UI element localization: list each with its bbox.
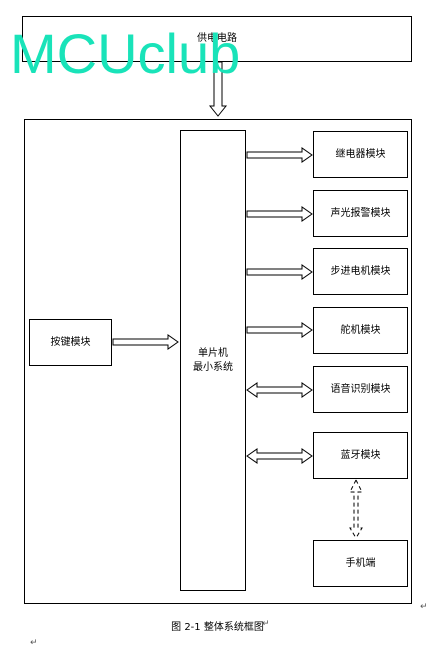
- mcu-bluetooth-double-arrow: [246, 448, 313, 464]
- bluetooth-module-box: 蓝牙模块: [313, 432, 408, 479]
- phone-box: 手机端: [313, 540, 408, 587]
- mcu-voice-double-arrow: [246, 382, 313, 398]
- mcu-to-relay-arrow: [246, 147, 313, 163]
- paragraph-mark: ↵: [262, 619, 270, 629]
- servo-module-label: 舵机模块: [340, 324, 381, 336]
- relay-module-label: 继电器模块: [335, 148, 386, 160]
- mcu-to-alarm-arrow: [246, 206, 313, 222]
- phone-label: 手机端: [345, 557, 376, 569]
- relay-module-box: 继电器模块: [313, 131, 408, 178]
- alarm-module-label: 声光报警模块: [330, 207, 391, 219]
- mcu-box: 单片机 最小系统: [180, 130, 246, 591]
- bluetooth-module-label: 蓝牙模块: [340, 449, 381, 461]
- key-module-box: 按键模块: [29, 319, 112, 366]
- stepper-module-box: 步进电机模块: [313, 248, 408, 295]
- key-module-label: 按键模块: [50, 336, 91, 348]
- stepper-module-label: 步进电机模块: [330, 265, 391, 277]
- system-frame: [24, 119, 412, 604]
- power-down-arrow: [208, 61, 228, 117]
- mcu-label-line2: 最小系统: [193, 361, 233, 373]
- figure-caption: 图 2-1 整体系统框图: [171, 622, 264, 633]
- bluetooth-phone-dashed-arrow: [349, 479, 363, 539]
- servo-module-box: 舵机模块: [313, 307, 408, 354]
- paragraph-mark: ↵: [30, 638, 38, 648]
- alarm-module-box: 声光报警模块: [313, 190, 408, 237]
- mcu-label-line1: 单片机: [198, 347, 228, 359]
- mcu-to-servo-arrow: [246, 322, 313, 338]
- paragraph-mark: ↵: [420, 602, 428, 612]
- voice-module-label: 语音识别模块: [330, 383, 391, 395]
- key-to-mcu-arrow: [112, 334, 179, 350]
- watermark-text: MCUclub: [10, 22, 241, 85]
- voice-module-box: 语音识别模块: [313, 366, 408, 413]
- mcu-to-stepper-arrow: [246, 264, 313, 280]
- power-supply-label: 供电电路: [197, 33, 237, 44]
